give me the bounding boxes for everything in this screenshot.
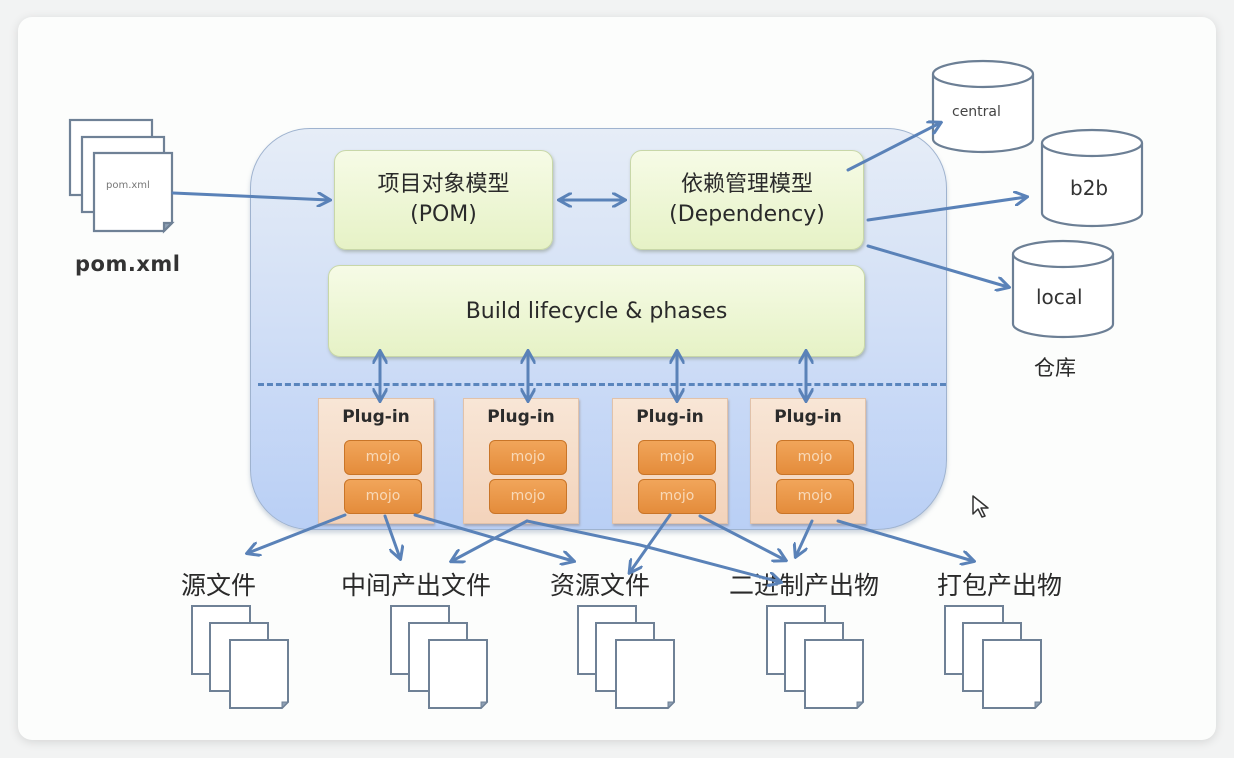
build-lifecycle-box[interactable]: Build lifecycle & phases [328, 265, 865, 357]
plugin-box[interactable]: Plug-in mojo mojo [318, 398, 434, 524]
mojo-box[interactable]: mojo [344, 479, 422, 514]
output-label-package: 打包产出物 [937, 571, 1063, 600]
pom-xml-label: pom.xml [75, 252, 181, 276]
pom-doc-text: pom.xml [106, 180, 150, 191]
pom-model-box[interactable]: 项目对象模型 (POM) [334, 150, 553, 250]
plugin-title: Plug-in [636, 407, 704, 427]
pom-model-title: 项目对象模型 [377, 172, 510, 197]
plugin-title: Plug-in [342, 407, 410, 427]
output-label-intermediate: 中间产出文件 [341, 571, 492, 600]
repository-group-label: 仓库 [1034, 356, 1076, 380]
mojo-box[interactable]: mojo [344, 440, 422, 475]
mojo-box[interactable]: mojo [776, 440, 854, 475]
output-label-source: 源文件 [181, 571, 257, 600]
plugin-box[interactable]: Plug-in mojo mojo [612, 398, 728, 524]
dependency-model-title: 依赖管理模型 [680, 172, 813, 197]
repo-b2b-label: b2b [1070, 176, 1109, 200]
mojo-box[interactable]: mojo [489, 479, 567, 514]
dependency-model-box[interactable]: 依赖管理模型 (Dependency) [630, 150, 864, 250]
plugin-box[interactable]: Plug-in mojo mojo [463, 398, 579, 524]
mouse-cursor-icon [972, 495, 989, 518]
mojo-box[interactable]: mojo [489, 440, 567, 475]
plugin-box[interactable]: Plug-in mojo mojo [750, 398, 866, 524]
mojo-box[interactable]: mojo [638, 440, 716, 475]
output-label-resource: 资源文件 [550, 571, 651, 600]
mojo-box[interactable]: mojo [638, 479, 716, 514]
output-label-binary: 二进制产出物 [729, 571, 880, 600]
plugin-title: Plug-in [487, 407, 555, 427]
dependency-model-subtitle: (Dependency) [669, 202, 825, 227]
plugin-title: Plug-in [774, 407, 842, 427]
repo-local-label: local [1036, 285, 1083, 309]
pom-model-subtitle: (POM) [410, 202, 477, 227]
mojo-box[interactable]: mojo [776, 479, 854, 514]
build-lifecycle-label: Build lifecycle & phases [465, 298, 728, 324]
layer-divider [258, 383, 946, 386]
repo-central-label: central [952, 104, 1001, 120]
